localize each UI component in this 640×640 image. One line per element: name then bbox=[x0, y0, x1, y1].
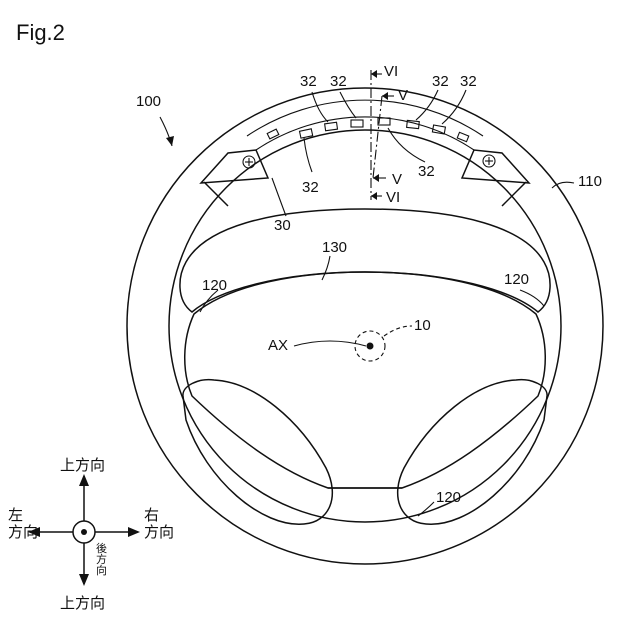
label-v-bottom: V bbox=[392, 171, 402, 188]
leader-32-b bbox=[340, 92, 356, 118]
label-rear: 後方向 bbox=[96, 541, 107, 577]
label-left: 左方向 bbox=[8, 506, 38, 541]
leader-32-d bbox=[442, 90, 466, 124]
leader-32-e bbox=[304, 138, 312, 172]
arrow-down-icon bbox=[79, 574, 89, 586]
right-end-cap bbox=[462, 150, 529, 183]
direction-legend: 上方向 上方向 右方向 左方向 後方向 bbox=[8, 456, 174, 612]
leader-120-right bbox=[520, 290, 544, 306]
label-32-c: 32 bbox=[432, 73, 449, 90]
label-30: 30 bbox=[274, 217, 291, 234]
left-rim-joint bbox=[204, 182, 228, 206]
screw-right-icon bbox=[483, 155, 495, 167]
label-v-top: V bbox=[398, 87, 408, 104]
left-end-cap bbox=[201, 150, 268, 183]
label-32-f: 32 bbox=[418, 163, 435, 180]
rear-direction-dot-icon bbox=[81, 529, 87, 535]
label-110: 110 bbox=[578, 173, 602, 190]
rim-outer bbox=[127, 88, 603, 564]
leader-10 bbox=[384, 326, 412, 336]
label-32-a: 32 bbox=[300, 73, 317, 90]
section-line-v bbox=[373, 96, 382, 178]
label-up: 上方向 bbox=[60, 456, 105, 474]
arrow-up-icon bbox=[79, 474, 89, 486]
leader-130 bbox=[322, 256, 330, 280]
label-120-left: 120 bbox=[202, 277, 227, 294]
label-vi-top: VI bbox=[384, 63, 398, 80]
label-vi-bottom: VI bbox=[386, 189, 400, 206]
screw-left-icon bbox=[243, 156, 255, 168]
label-down: 上方向 bbox=[60, 594, 105, 612]
axis-point bbox=[367, 343, 374, 350]
figure-label: Fig.2 bbox=[16, 20, 65, 45]
label-120-right: 120 bbox=[504, 271, 529, 288]
label-100: 100 bbox=[136, 93, 161, 110]
label-10: 10 bbox=[414, 317, 431, 334]
arrow-right-icon bbox=[128, 527, 140, 537]
label-32-e: 32 bbox=[302, 179, 319, 196]
leader-32-a bbox=[312, 92, 328, 122]
hub-pad bbox=[185, 272, 546, 488]
label-130: 130 bbox=[322, 239, 347, 256]
leader-30 bbox=[272, 178, 286, 216]
upper-spoke bbox=[180, 209, 550, 312]
rim-inner bbox=[169, 130, 561, 522]
leader-120-bottom bbox=[418, 502, 434, 516]
label-32-b: 32 bbox=[330, 73, 347, 90]
label-ax: AX bbox=[268, 337, 288, 354]
label-32-d: 32 bbox=[460, 73, 477, 90]
label-120-bottom: 120 bbox=[436, 489, 461, 506]
right-rim-joint bbox=[502, 182, 526, 206]
leader-32-f bbox=[388, 128, 425, 162]
label-right: 右方向 bbox=[144, 506, 174, 541]
